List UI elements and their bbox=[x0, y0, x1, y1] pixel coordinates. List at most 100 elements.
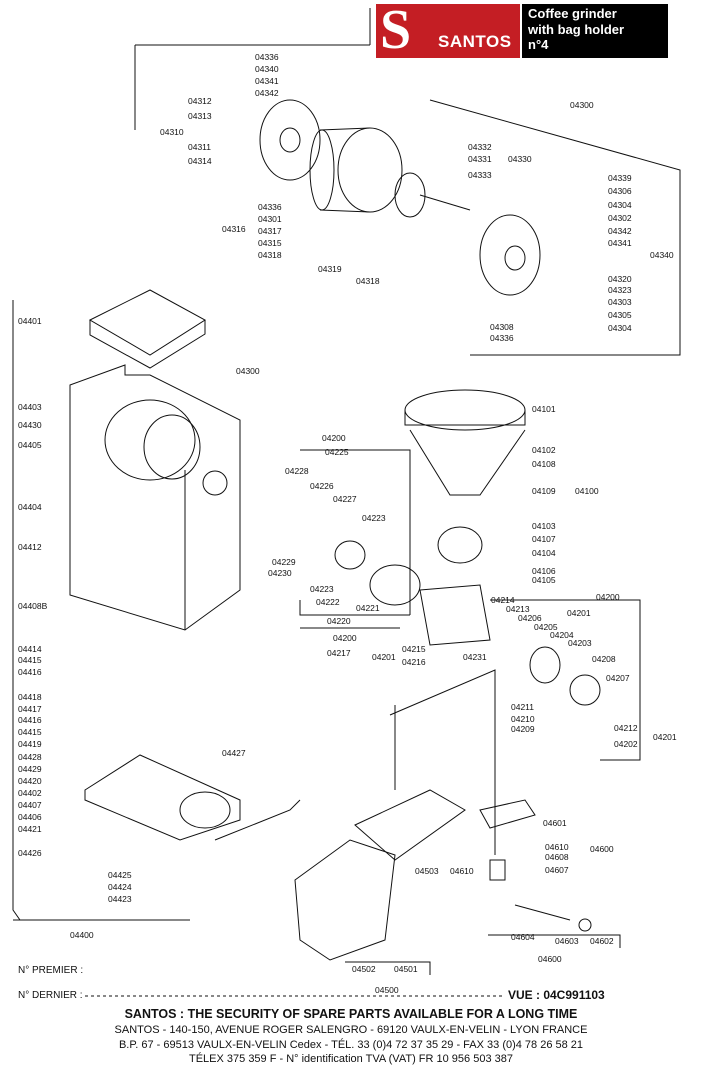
dernier-field-label: N° DERNIER : bbox=[18, 990, 83, 1001]
premier-field-label: N° PREMIER : bbox=[18, 965, 84, 976]
title-line-3: n°4 bbox=[528, 37, 549, 52]
part-label: 04304 bbox=[608, 323, 632, 333]
bag-clip-parts bbox=[479, 799, 592, 932]
exploded-parts-diagram: 0433604340043410434204300043120431304310… bbox=[12, 8, 681, 997]
footer-contact: B.P. 67 - 69513 VAULX-EN-VELIN Cedex - T… bbox=[118, 1039, 584, 1051]
part-label: 04301 bbox=[258, 214, 282, 224]
part-label: 04207 bbox=[606, 673, 630, 683]
part-labels: 0433604340043410434204300043120431304310… bbox=[18, 52, 677, 995]
part-label: 04603 bbox=[555, 936, 579, 946]
bag-holder bbox=[294, 839, 396, 961]
footer-tagline: SANTOS : THE SECURITY OF SPARE PARTS AVA… bbox=[124, 1007, 578, 1021]
part-label: 04336 bbox=[255, 52, 279, 62]
part-label: 04226 bbox=[310, 481, 334, 491]
part-label: 04201 bbox=[567, 608, 591, 618]
part-label: 04204 bbox=[550, 630, 574, 640]
part-label: 04308 bbox=[490, 322, 514, 332]
part-label: 04401 bbox=[18, 316, 42, 326]
part-label: 04415 bbox=[18, 727, 42, 737]
motor-end-cap-front bbox=[259, 99, 321, 181]
logo-letter: S bbox=[380, 0, 412, 61]
logo-text: SANTOS bbox=[438, 32, 512, 51]
part-label: 04214 bbox=[491, 595, 515, 605]
part-label: 04213 bbox=[506, 604, 530, 614]
part-label: 04107 bbox=[532, 534, 556, 544]
part-label: 04105 bbox=[532, 575, 556, 585]
part-label: 04342 bbox=[608, 226, 632, 236]
part-label: 04201 bbox=[372, 652, 396, 662]
part-label: 04604 bbox=[511, 932, 535, 942]
part-label: 04429 bbox=[18, 764, 42, 774]
part-label: 04341 bbox=[255, 76, 279, 86]
part-label: 04423 bbox=[108, 894, 132, 904]
part-label: 04314 bbox=[188, 156, 212, 166]
part-label: 04306 bbox=[608, 186, 632, 196]
part-label: 04208 bbox=[592, 654, 616, 664]
part-label: 04109 bbox=[532, 486, 556, 496]
part-label: 04215 bbox=[402, 644, 426, 654]
part-label: 04310 bbox=[160, 127, 184, 137]
part-label: 04210 bbox=[511, 714, 535, 724]
part-label: 04202 bbox=[614, 739, 638, 749]
part-label: 04206 bbox=[518, 613, 542, 623]
title-line-2: with bag holder bbox=[528, 21, 625, 37]
body-labels: 0440104300044030443004405044040441204408… bbox=[18, 316, 260, 940]
part-label: 04221 bbox=[356, 603, 380, 613]
grinding-chamber bbox=[419, 526, 491, 646]
part-label: 04421 bbox=[18, 824, 42, 834]
part-label: 04336 bbox=[490, 333, 514, 343]
part-label: 04503 bbox=[415, 866, 439, 876]
part-label: 04500 bbox=[375, 985, 399, 995]
view-reference: VUE : 04C991103 bbox=[508, 988, 605, 1002]
motor-labels: 0433604340043410434204300043120431304310… bbox=[160, 52, 674, 343]
part-label: 04428 bbox=[18, 752, 42, 762]
part-label: 04300 bbox=[236, 366, 260, 376]
part-label: 04607 bbox=[545, 865, 569, 875]
part-label: 04104 bbox=[532, 548, 556, 558]
part-label: 04315 bbox=[258, 238, 282, 248]
part-label: 04416 bbox=[18, 667, 42, 677]
part-label: 04341 bbox=[608, 238, 632, 248]
part-label: 04419 bbox=[18, 739, 42, 749]
part-label: 04211 bbox=[511, 702, 534, 712]
part-label: 04414 bbox=[18, 644, 42, 654]
part-label: 04408B bbox=[18, 601, 48, 611]
part-label: 04228 bbox=[285, 466, 309, 476]
part-label: 04205 bbox=[534, 622, 558, 632]
part-label: 04339 bbox=[608, 173, 632, 183]
part-label: 04404 bbox=[18, 502, 42, 512]
part-label: 04231 bbox=[463, 652, 487, 662]
part-label: 04227 bbox=[333, 494, 357, 504]
part-label: 04333 bbox=[468, 170, 492, 180]
part-label: 04340 bbox=[650, 250, 674, 260]
part-label: 04317 bbox=[258, 226, 282, 236]
part-label: 04600 bbox=[538, 954, 562, 964]
part-label: 04417 bbox=[18, 704, 42, 714]
part-label: 04340 bbox=[255, 64, 279, 74]
footer-telex: TÉLEX 375 359 F - N° identification TVA … bbox=[189, 1053, 513, 1065]
part-label: 04108 bbox=[532, 459, 556, 469]
part-label: 04200 bbox=[596, 592, 620, 602]
part-label: 04200 bbox=[322, 433, 346, 443]
part-label: 04200 bbox=[333, 633, 357, 643]
title-line-1: Coffee grinder bbox=[528, 6, 617, 21]
adjust-knob bbox=[529, 646, 601, 706]
motor-stator bbox=[309, 127, 403, 213]
part-label: 04318 bbox=[258, 250, 282, 260]
part-label: 04103 bbox=[532, 521, 556, 531]
part-label: 04424 bbox=[108, 882, 132, 892]
part-label: 04220 bbox=[327, 616, 351, 626]
part-label: 04216 bbox=[402, 657, 426, 667]
part-label: 04415 bbox=[18, 655, 42, 665]
part-label: 04402 bbox=[18, 788, 42, 798]
part-label: 04502 bbox=[352, 964, 376, 974]
part-label: 04312 bbox=[188, 96, 212, 106]
part-label: 04420 bbox=[18, 776, 42, 786]
motor-end-cap-rear bbox=[479, 214, 541, 296]
title-box: Coffee grinder with bag holder n°4 bbox=[522, 4, 668, 58]
housing bbox=[69, 364, 241, 631]
part-label: 04229 bbox=[272, 557, 296, 567]
part-label: 04209 bbox=[511, 724, 535, 734]
part-label: 04336 bbox=[258, 202, 282, 212]
